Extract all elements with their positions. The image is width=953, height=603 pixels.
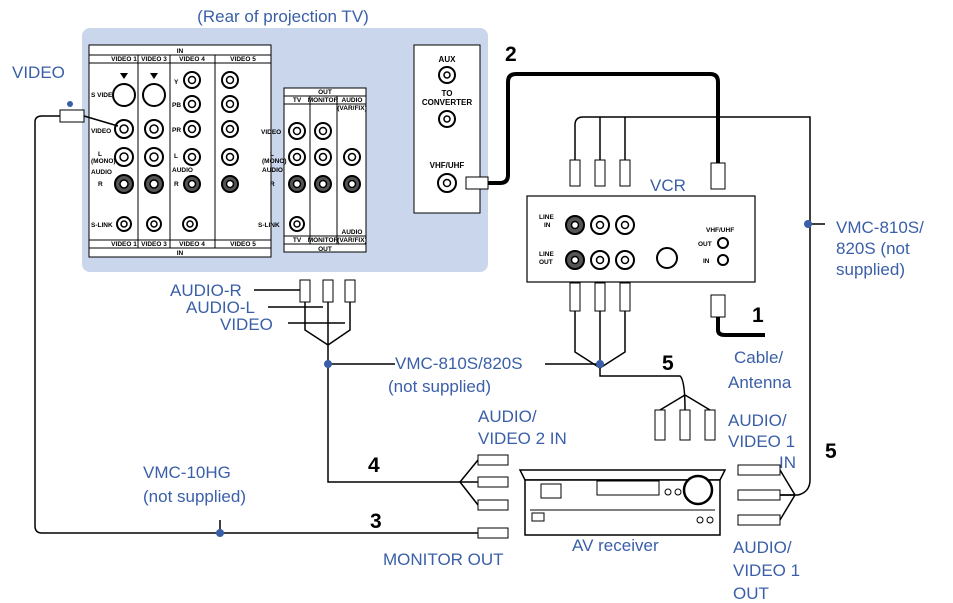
out-monitor-label-bottom: MONITOR	[308, 237, 339, 244]
in-video5-label-bottom: VIDEO 5	[230, 241, 256, 248]
r-label: R	[98, 181, 103, 188]
out-video-label: VIDEO	[261, 129, 281, 136]
av1in-line3: IN	[779, 453, 796, 472]
vcr-line-out-2: OUT	[539, 259, 553, 266]
plugs	[59, 101, 812, 539]
step-2: 2	[505, 43, 517, 66]
step-5-b: 5	[825, 440, 837, 463]
vhf-uhf-tv-label: VHF/UHF	[430, 161, 465, 170]
cable-line1: Cable/	[734, 348, 783, 367]
out-mono-label: (MONO)	[262, 158, 287, 165]
in-video5-label: VIDEO 5	[230, 56, 256, 63]
vcr-out-cable	[574, 310, 686, 411]
av1in-line2: VIDEO 1	[728, 432, 795, 451]
tv-out-panel: OUT TV MONITOR AUDIO (VAR/FIX) TV MONITO…	[258, 87, 367, 253]
vcr-vhf-label: VHF/UHF	[706, 227, 734, 234]
pb-label: PB	[172, 102, 181, 109]
step-4: 4	[368, 454, 380, 477]
vmc810-mid-line1: VMC-810S/820S	[395, 354, 523, 373]
in-video3-label-bottom: VIDEO 3	[141, 241, 167, 248]
cable-line2: Antenna	[728, 373, 792, 392]
in-video3-label: VIDEO 3	[141, 56, 167, 63]
monitor-out-label: MONITOR OUT	[383, 550, 504, 569]
aux-label: AUX	[439, 55, 457, 64]
av1out-line3: OUT	[733, 584, 769, 603]
in-header: IN	[177, 48, 184, 55]
step-1: 1	[752, 304, 764, 327]
out-varfix-label: (VAR/FIX)	[337, 105, 367, 112]
out-l-label: L	[270, 151, 274, 158]
out-tv-label-bottom: TV	[293, 237, 302, 244]
cable-antenna-input	[716, 300, 765, 337]
in-video1-label-bottom: VIDEO 1	[111, 241, 137, 248]
av1out-line2: VIDEO 1	[733, 561, 800, 580]
s-link-label: S-LINK	[91, 222, 113, 229]
out-varfix-label-bottom: (VAR/FIX)	[337, 237, 367, 244]
vcr-line-out-1: LINE	[539, 251, 554, 258]
l-label: L	[98, 151, 102, 158]
audio-l-label: AUDIO-L	[186, 298, 255, 317]
video-left-label: VIDEO	[12, 63, 65, 82]
audio-label-v4: AUDIO	[172, 167, 193, 174]
out-audio-label: AUDIO	[342, 97, 363, 104]
vcr-device: LINE IN LINE OUT VHF/UHF OUT IN	[526, 195, 756, 283]
av1out-line1: AUDIO/	[733, 538, 792, 557]
video-mid-label: VIDEO	[220, 315, 273, 334]
av2-line1: AUDIO/	[478, 407, 537, 426]
in-footer: IN	[177, 250, 184, 257]
in-video4-label-bottom: VIDEO 4	[179, 241, 205, 248]
vcr-line-in-2: IN	[544, 222, 551, 229]
vcr-in-label: IN	[703, 258, 710, 265]
vmc810-mid-line2: (not supplied)	[388, 377, 491, 396]
vcr-label: VCR	[650, 176, 686, 195]
av-receiver-label: AV receiver	[572, 536, 659, 555]
video-in-label: VIDEO	[91, 128, 111, 135]
tv-in-panel: IN VIDEO 1 VIDEO 3 VIDEO 4 VIDEO 5 VIDEO…	[88, 44, 272, 258]
step-5-a: 5	[662, 352, 674, 375]
vcr-line-in-1: LINE	[539, 214, 554, 221]
vcr-out-label: OUT	[698, 241, 712, 248]
antenna-cable	[466, 72, 720, 185]
audio-label: AUDIO	[91, 169, 112, 176]
s-video-label: S VIDEO	[91, 92, 117, 99]
mono-label: (MONO)	[91, 158, 116, 165]
av2-line2: VIDEO 2 IN	[478, 429, 567, 448]
vmc10-line2: (not supplied)	[143, 487, 246, 506]
to-label: TO	[442, 89, 453, 98]
vmc10-line1: VMC-10HG	[143, 463, 231, 482]
s-video-jack-3	[142, 83, 166, 107]
out-audio-label-bottom: AUDIO	[342, 229, 363, 236]
out-r-label: R	[270, 181, 275, 188]
out-header: OUT	[318, 89, 332, 96]
vmc810-right-line1: VMC-810S/	[836, 218, 924, 237]
rear-tv-label: (Rear of projection TV)	[197, 7, 369, 26]
out-s-link-label: S-LINK	[258, 222, 280, 229]
av-receiver-device	[518, 469, 727, 536]
in-video1-label: VIDEO 1	[111, 56, 137, 63]
out-audio-side-label: AUDIO	[262, 167, 283, 174]
out-tv-label: TV	[293, 97, 302, 104]
in-video4-label: VIDEO 4	[179, 56, 205, 63]
av1in-line1: AUDIO/	[728, 411, 787, 430]
step-3: 3	[370, 510, 382, 533]
r-label-v4: R	[174, 181, 179, 188]
y-label: Y	[174, 79, 179, 86]
audio-r-label: AUDIO-R	[170, 281, 242, 300]
vmc810-right-line3: supplied)	[836, 260, 905, 279]
monitor-out-cable	[34, 115, 480, 534]
pr-label: PR	[172, 127, 181, 134]
l-label-v4: L	[174, 153, 178, 160]
converter-label: CONVERTER	[422, 98, 472, 107]
vmc810-right-line2: 820S (not	[836, 239, 910, 258]
out-footer: OUT	[318, 246, 332, 253]
s-video-jack-1	[112, 83, 136, 107]
out-monitor-label: MONITOR	[308, 97, 339, 104]
vcr-in-cable	[574, 116, 811, 496]
